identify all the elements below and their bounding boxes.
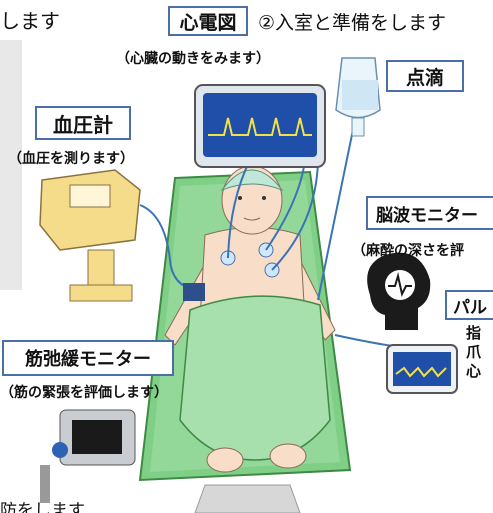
ecg-description: （心臓の動きをみます） [116,51,270,67]
muscle-monitor-device [40,409,136,503]
bottom-text-fragment: 防をします [0,501,85,513]
bp-meter-device [39,169,205,302]
pulse-monitor-device [386,344,458,394]
bp-meter-description: （血圧を測ります） [8,151,134,167]
iv-drip-bag [335,57,381,137]
bp-meter-label: 血圧計 [35,106,131,140]
pulse-side-char-1: 指 [466,324,482,342]
muscle-monitor-label: 筋弛緩モニター [2,340,174,376]
left-edge-fragment [0,40,22,290]
pulse-monitor-label: パル [445,290,493,320]
eeg-monitor-description: （麻酔の深さを評 [352,243,464,259]
ecg-label: 心電図 [168,6,248,36]
top-left-text-fragment: します [0,9,60,33]
muscle-monitor-description: （筋の緊張を評価します） [0,385,168,401]
iv-drip-label: 点滴 [386,60,464,92]
pulse-side-char-2: 爪 [466,343,482,361]
eeg-monitor-label: 脳波モニター [366,196,493,230]
step-title: ②入室と準備をします [258,12,447,34]
pulse-side-char-3: 心 [466,362,482,380]
patient [164,165,336,473]
ecg-monitor [194,84,326,168]
brain-head-icon [367,252,431,330]
